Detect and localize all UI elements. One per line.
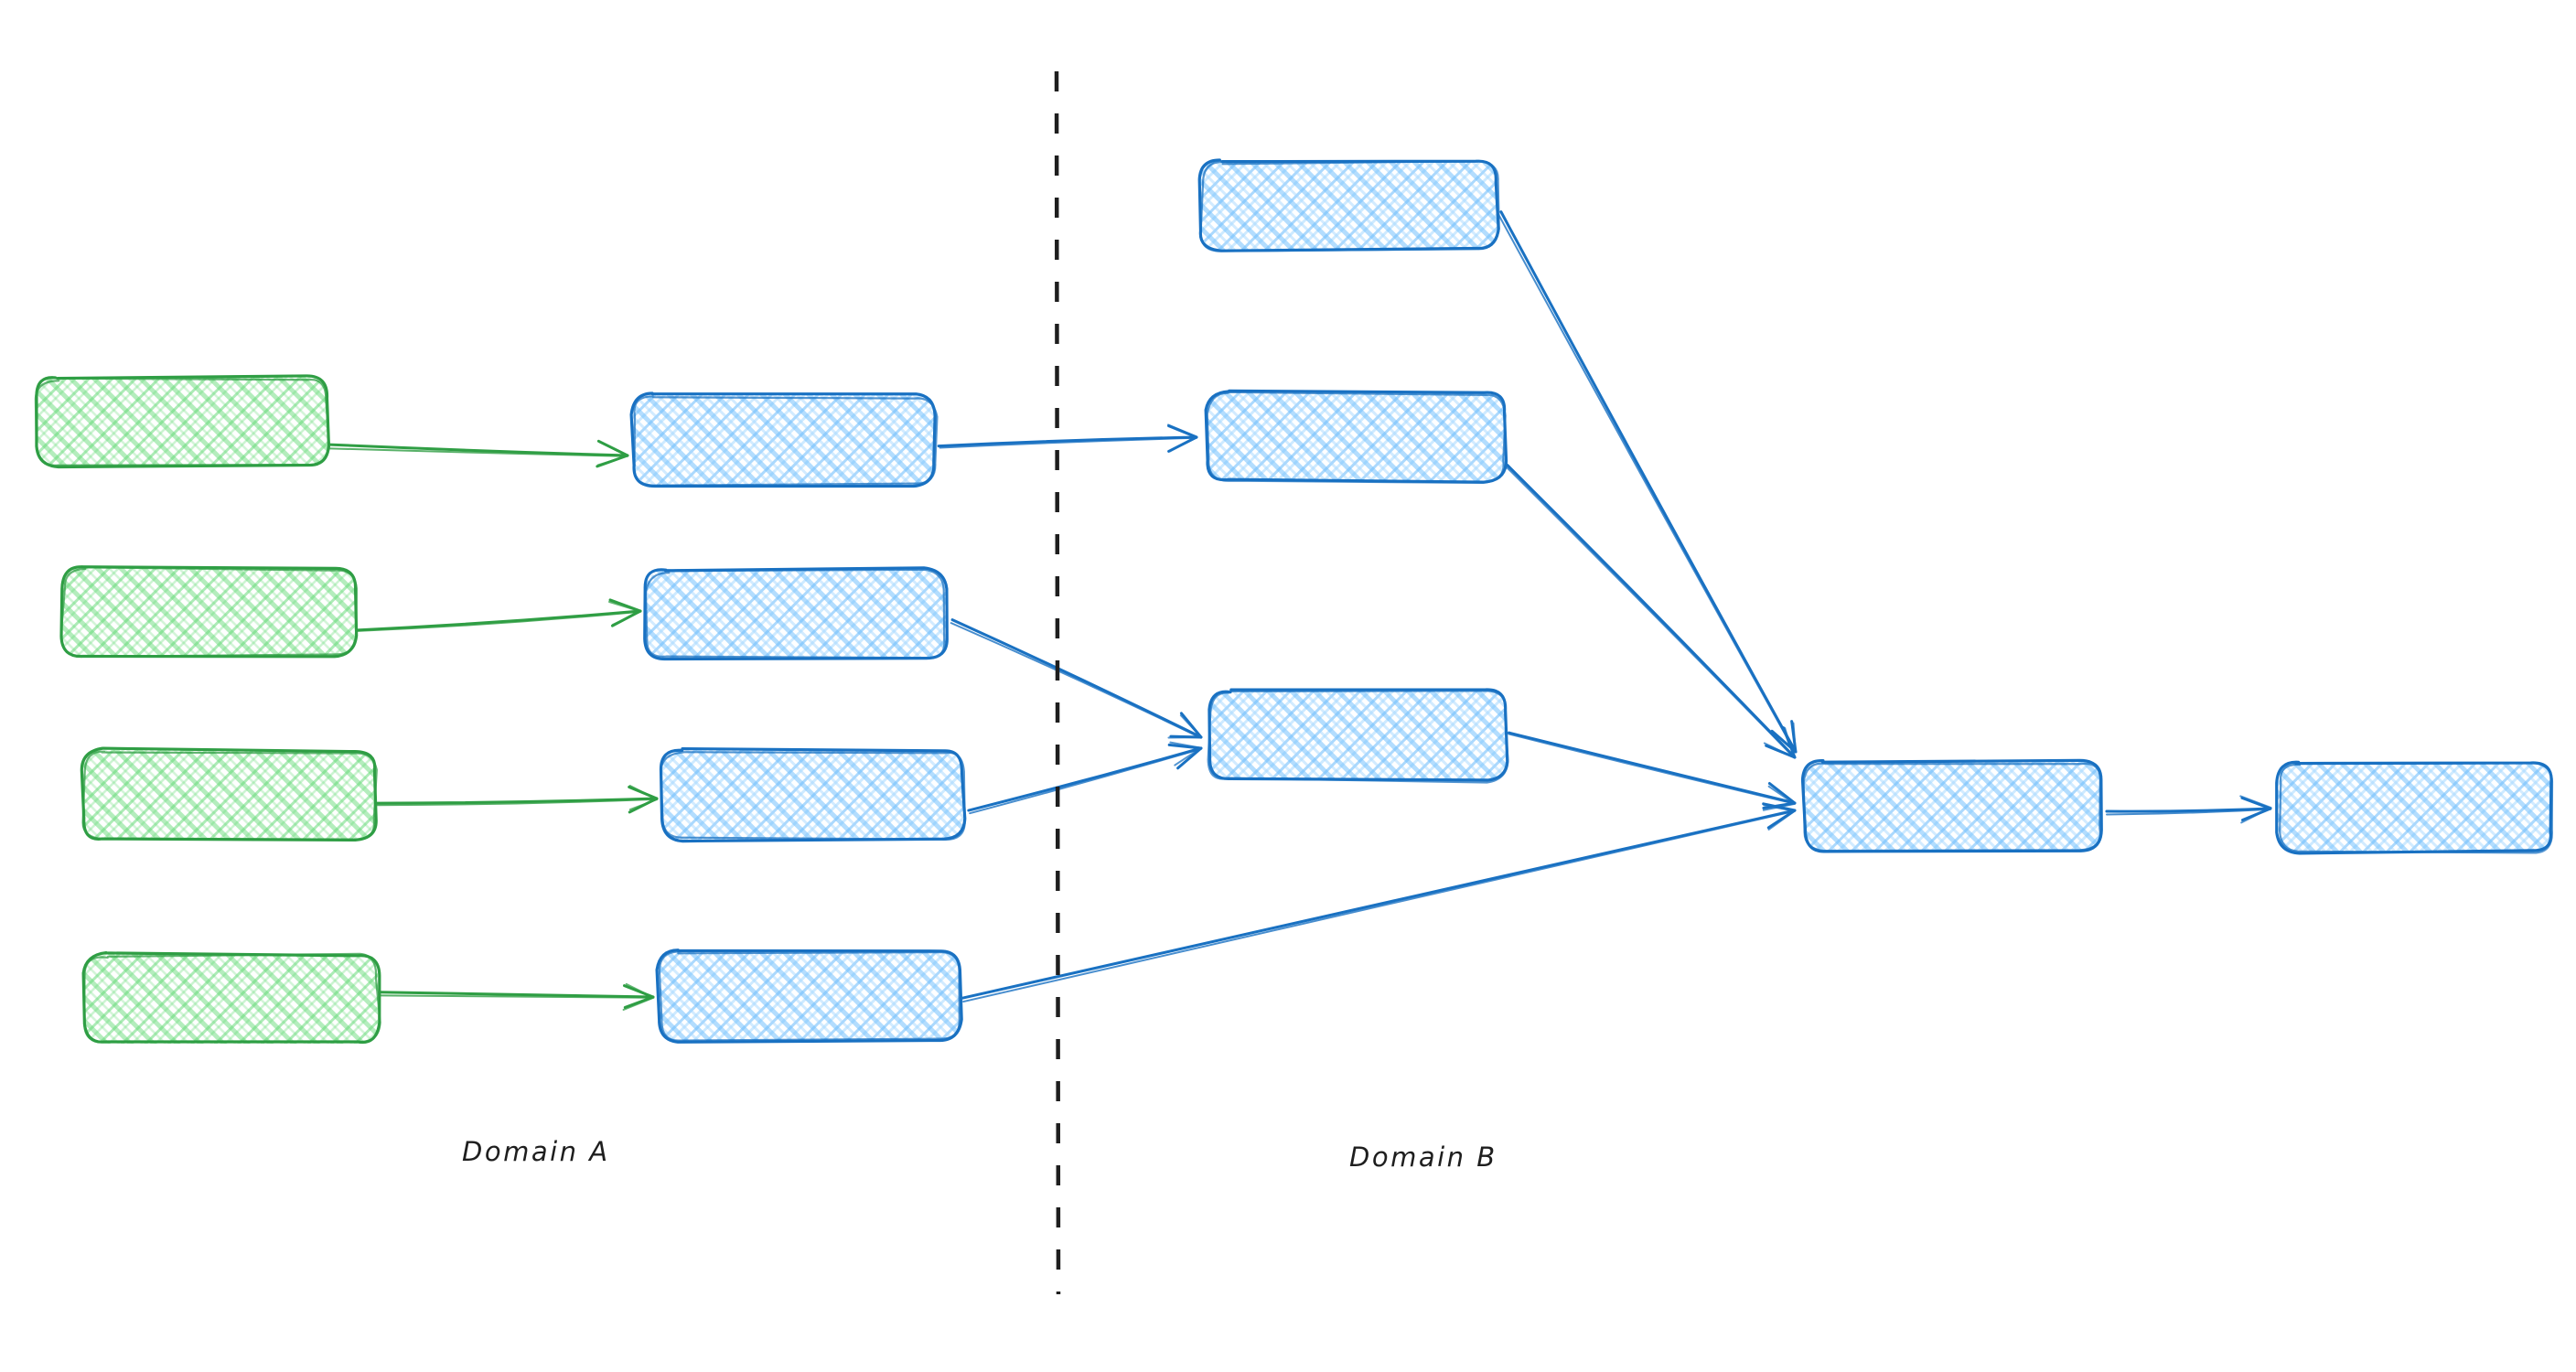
edge-e-a2-b2 (356, 598, 642, 632)
node-e1[interactable] (2275, 760, 2554, 855)
node-b2[interactable] (643, 566, 949, 661)
edge-layer (326, 210, 2272, 1011)
node-layer (34, 158, 2554, 1045)
node-b4[interactable] (655, 949, 963, 1044)
domain-a-label: Domain A (462, 1136, 610, 1167)
edge-e-a3-b3 (376, 785, 659, 814)
edge-e-a4-b4 (378, 982, 655, 1011)
node-d1[interactable] (1800, 758, 2103, 853)
edge-e-c2-d1 (1504, 464, 1797, 759)
edge-e-b3-c3 (967, 741, 1203, 815)
node-a4[interactable] (81, 950, 381, 1045)
node-c3[interactable] (1207, 688, 1509, 784)
node-b1[interactable] (629, 391, 939, 488)
node-b3[interactable] (659, 746, 967, 843)
edge-e-b2-c3 (950, 618, 1203, 739)
edge-e-a1-b1 (326, 439, 629, 468)
node-c1[interactable] (1197, 158, 1500, 252)
edge-e-c3-d1 (1507, 731, 1797, 811)
node-a2[interactable] (59, 565, 359, 659)
domain-divider (1054, 70, 1061, 1295)
domain-b-label: Domain B (1349, 1142, 1497, 1173)
node-a1[interactable] (34, 374, 331, 469)
edge-e-d1-e1 (2105, 795, 2272, 824)
node-a3[interactable] (80, 746, 378, 841)
node-c2[interactable] (1204, 389, 1508, 485)
edge-e-c1-d1 (1497, 210, 1798, 754)
edge-e-b1-c2 (937, 423, 1198, 453)
edge-e-b4-d1 (961, 802, 1797, 1003)
divider-layer (1054, 70, 1061, 1295)
